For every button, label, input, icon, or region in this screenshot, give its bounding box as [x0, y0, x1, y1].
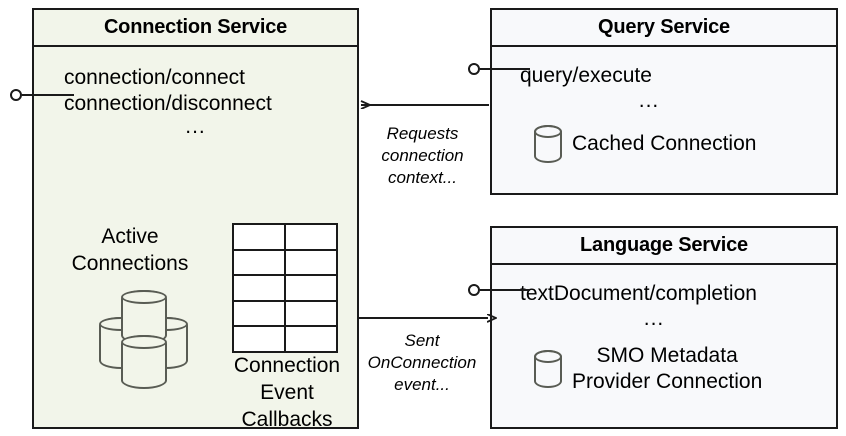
- grid-cell: [286, 225, 336, 249]
- language-service-body: textDocument/completion ... SMO Metadata…: [492, 265, 836, 427]
- database-cylinder-icon: [534, 125, 562, 163]
- grid-cell: [286, 327, 336, 351]
- grid-cell: [234, 327, 284, 351]
- connector-label-sent-onconnection-event: Sent OnConnection event...: [367, 331, 477, 394]
- query-service-provided-interface[interactable]: [468, 63, 530, 75]
- component-query-service[interactable]: Query Service query/execute ... Cached C…: [490, 8, 838, 195]
- connection-event-callbacks-label: Connection Event Callbacks: [233, 354, 341, 431]
- language-service-provided-interface[interactable]: [468, 284, 530, 296]
- query-service-operations-ellipsis: ...: [638, 89, 660, 112]
- connection-service-operations-ellipsis: ...: [185, 115, 206, 138]
- grid-cell: [286, 301, 336, 326]
- connection-service-body: connection/connect connection/disconnect…: [34, 47, 357, 431]
- lollipop-stem: [480, 289, 530, 291]
- connector-label-requests-connection-context: Requests connection context...: [381, 124, 464, 187]
- language-service-operations: textDocument/completion: [520, 282, 757, 305]
- grid-cell: [234, 276, 284, 300]
- lollipop-icon: [10, 89, 22, 101]
- cached-connection-row: Cached Connection: [534, 125, 756, 163]
- grid-cell: [234, 225, 284, 249]
- lollipop-stem: [22, 94, 74, 96]
- grid-cell: [234, 250, 284, 275]
- connection-service-operations: connection/connect connection/disconnect: [64, 66, 272, 115]
- lollipop-icon: [468, 63, 480, 75]
- language-service-title: Language Service: [492, 228, 836, 265]
- grid-cell: [286, 276, 336, 300]
- component-language-service[interactable]: Language Service textDocument/completion…: [490, 226, 838, 429]
- connection-event-callbacks-grid: [232, 223, 338, 353]
- cached-connection-label: Cached Connection: [572, 132, 757, 155]
- lollipop-stem: [480, 68, 530, 70]
- connection-service-title: Connection Service: [34, 10, 357, 47]
- active-connections-cylinder-cluster: [84, 285, 202, 389]
- query-service-title: Query Service: [492, 10, 836, 47]
- component-connection-service[interactable]: Connection Service connection/connect co…: [32, 8, 359, 431]
- grid-cell: [286, 250, 336, 275]
- database-cylinder-icon: [121, 335, 167, 389]
- active-connections-label: Active Connections: [71, 225, 189, 275]
- connection-service-provided-interface[interactable]: [10, 89, 74, 101]
- query-service-body: query/execute ... Cached Connection: [492, 47, 836, 193]
- language-service-operations-ellipsis: ...: [643, 307, 665, 330]
- database-cylinder-icon: [534, 350, 562, 388]
- grid-cell: [234, 301, 284, 326]
- smo-metadata-provider-row: SMO Metadata Provider Connection: [534, 343, 762, 395]
- smo-metadata-provider-label: SMO Metadata Provider Connection: [572, 344, 763, 393]
- lollipop-icon: [468, 284, 480, 296]
- query-service-operations: query/execute: [520, 64, 652, 87]
